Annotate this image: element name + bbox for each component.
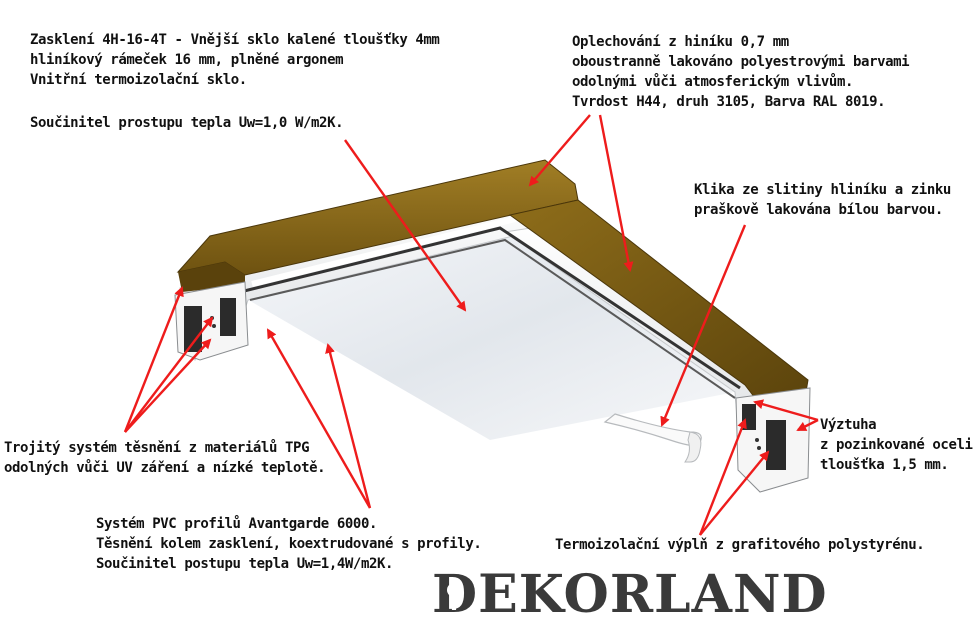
insulation-left xyxy=(220,298,236,336)
label-pvc: Systém PVC profilů Avantgarde 6000. Těsn… xyxy=(96,514,481,574)
label-handle-line1: Klika ze slitiny hliníku a zinku xyxy=(694,180,951,200)
label-seals-line2: odolných vůči UV záření a nízké teplotě. xyxy=(4,458,325,478)
label-cladding-line2: oboustranně lakováno polyestrovými barva… xyxy=(572,52,909,72)
label-glazing-line2: hliníkový rámeček 16 mm, plněné argonem xyxy=(30,50,439,70)
keyhole-icon xyxy=(443,580,465,614)
label-glazing-line1: Zasklení 4H-16-4T - Vnější sklo kalené t… xyxy=(30,30,439,50)
label-reinforcement-line1: Výztuha xyxy=(820,415,973,435)
label-cladding: Oplechování z hiníku 0,7 mm oboustranně … xyxy=(572,32,909,112)
label-seals-line1: Trojitý systém těsnění z materiálů TPG xyxy=(4,438,325,458)
label-pvc-line2: Těsnění kolem zasklení, koextrudované s … xyxy=(96,534,481,554)
dekorland-logo: DEKORLAND xyxy=(432,564,828,624)
insulation-right xyxy=(766,420,786,470)
label-insulation: Termoizolační výplň z grafitového polyst… xyxy=(555,535,924,555)
label-glazing: Zasklení 4H-16-4T - Vnější sklo kalené t… xyxy=(30,30,439,90)
label-reinforcement: Výztuha z pozinkované oceli tloušťka 1,5… xyxy=(820,415,973,475)
label-handle-line2: praškově lakována bílou barvou. xyxy=(694,200,951,220)
steel-reinforcement-left xyxy=(184,306,202,352)
steel-reinforcement-right xyxy=(742,404,756,430)
label-pvc-line3: Součinitel postupu tepla Uw=1,4W/m2K. xyxy=(96,554,481,574)
label-glazing-uw: Součinitel prostupu tepla Uw=1,0 W/m2K. xyxy=(30,113,343,133)
label-glazing-line3: Vnitřní termoizolační sklo. xyxy=(30,70,439,90)
label-cladding-line3: odolnými vůči atmosferickým vlivům. xyxy=(572,72,909,92)
label-handle: Klika ze slitiny hliníku a zinku praškov… xyxy=(694,180,951,220)
label-reinforcement-line2: z pozinkované oceli xyxy=(820,435,973,455)
label-seals: Trojitý systém těsnění z materiálů TPG o… xyxy=(4,438,325,478)
logo-text: DEKORLAND xyxy=(432,564,828,625)
label-reinforcement-line3: tloušťka 1,5 mm. xyxy=(820,455,973,475)
label-cladding-line4: Tvrdost H44, druh 3105, Barva RAL 8019. xyxy=(572,92,909,112)
window-handle xyxy=(605,414,701,446)
label-cladding-line1: Oplechování z hiníku 0,7 mm xyxy=(572,32,909,52)
label-pvc-line1: Systém PVC profilů Avantgarde 6000. xyxy=(96,514,481,534)
